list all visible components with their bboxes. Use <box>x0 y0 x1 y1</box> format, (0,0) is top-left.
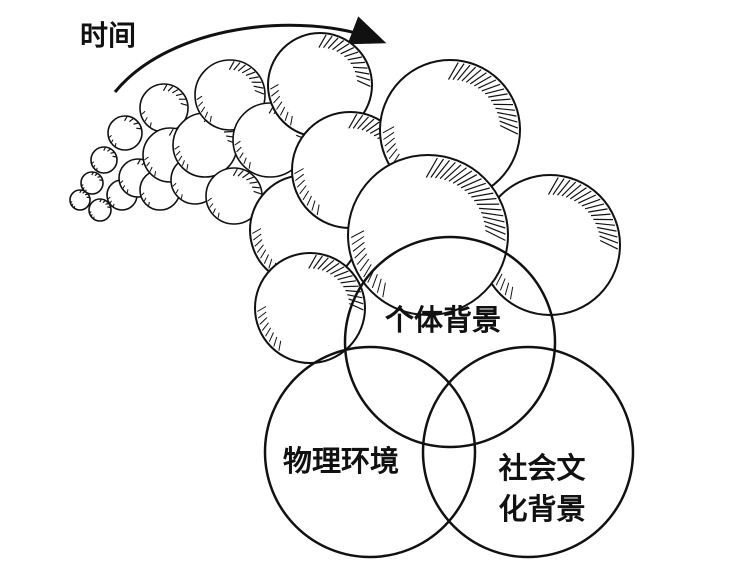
sphere <box>81 172 103 194</box>
sphere <box>91 147 117 173</box>
shade-stroke <box>115 143 116 146</box>
sphere <box>255 253 365 363</box>
shade-stroke <box>114 204 115 207</box>
hatch-stroke <box>98 177 101 178</box>
sociocultural-label-line2: 化背景 <box>486 489 598 530</box>
hatch-stroke <box>136 128 141 129</box>
physical-environment-label: 物理环境 <box>283 447 399 476</box>
shade-stroke <box>149 202 150 206</box>
sociocultural-label-line1: 社会文 <box>486 448 598 489</box>
sphere-trail <box>70 33 620 363</box>
shade-stroke <box>127 189 128 192</box>
time-label: 时间 <box>80 22 136 50</box>
hatch-stroke <box>353 67 368 68</box>
hatch-stroke <box>85 194 88 195</box>
hatch-stroke <box>224 132 233 133</box>
sphere <box>108 116 142 150</box>
hatch-stroke <box>99 180 102 181</box>
sphere <box>89 199 111 221</box>
hatch-stroke <box>113 156 117 157</box>
sociocultural-background-label: 社会文 化背景 <box>486 448 598 529</box>
sphere <box>348 155 508 315</box>
hatch-stroke <box>106 204 109 205</box>
individual-background-label: 个体背景 <box>385 306 501 335</box>
hatch-stroke <box>107 207 110 208</box>
hatch-stroke <box>252 187 260 188</box>
